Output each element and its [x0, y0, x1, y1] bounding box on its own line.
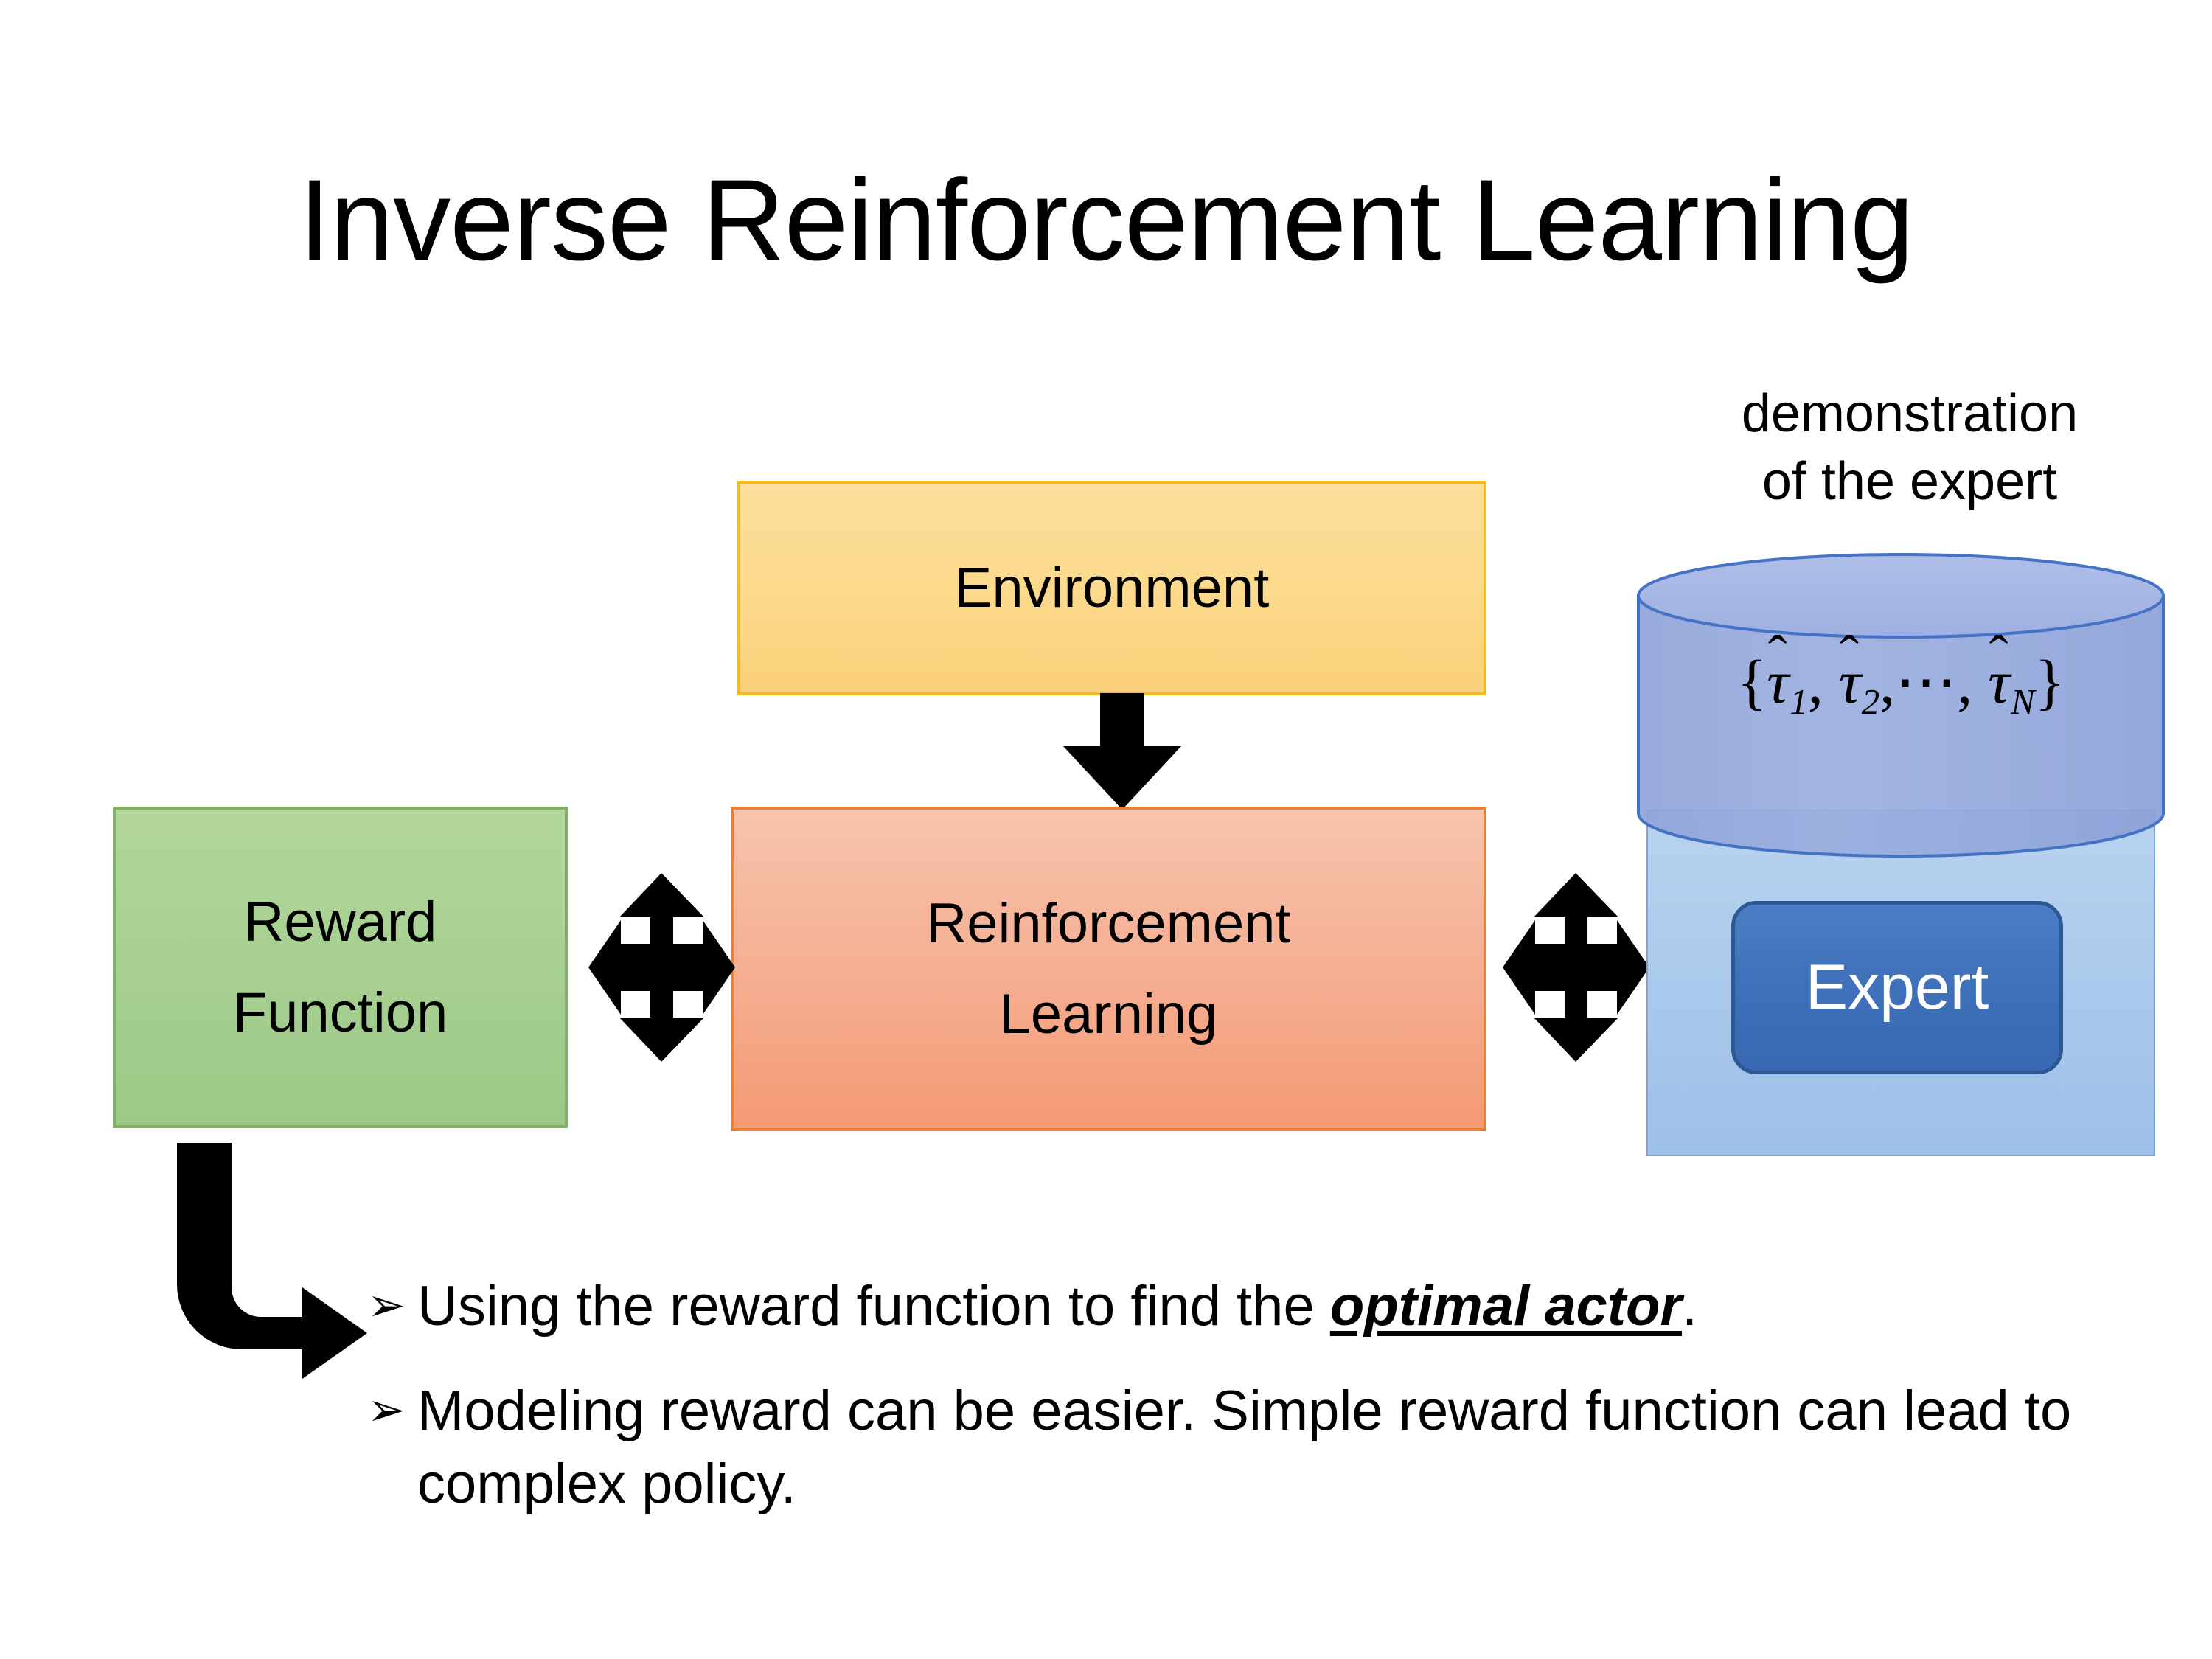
comma-1: ,	[1807, 648, 1823, 717]
bullet-marker-icon: ➢	[367, 1382, 406, 1436]
tau-subscript-2: 2	[1861, 681, 1880, 722]
comma-2: ,	[1879, 648, 1896, 717]
rl-label-line2: Learning	[999, 983, 1218, 1046]
bullet-text-before: Using the reward function to find the	[417, 1275, 1330, 1338]
environment-label: Environment	[954, 557, 1270, 619]
rl-label-line1: Reinforcement	[926, 891, 1291, 955]
expert-node: Expert	[1731, 901, 2063, 1074]
tau-hat-1: ̂τ	[1767, 647, 1789, 718]
ellipsis: ⋯	[1895, 648, 1958, 717]
reward-function-box: Reward Function	[113, 807, 568, 1128]
list-item: ➢ Modeling reward can be easier. Simple …	[367, 1374, 2078, 1521]
tau-symbol-1: τ	[1767, 648, 1790, 717]
reward-function-to-bullets-elbow-arrow-icon	[171, 1143, 370, 1394]
tau-hat-n: ̂τ	[1988, 647, 2010, 718]
bullet-text: Using the reward function to find the op…	[417, 1270, 2078, 1343]
tau-subscript-1: 1	[1790, 681, 1808, 722]
list-item: ➢ Using the reward function to find the …	[367, 1270, 2078, 1343]
demonstration-caption-line1: demonstration	[1741, 384, 2079, 443]
bullet-text: Modeling reward can be easier. Simple re…	[417, 1374, 2078, 1521]
reinforcement-learning-box: Reinforcement Learning	[731, 807, 1486, 1131]
comma-3: ,	[1957, 648, 1973, 717]
bullet-list: ➢ Using the reward function to find the …	[367, 1270, 2078, 1552]
demonstration-cylinder-icon	[1635, 552, 2166, 858]
tau-hat-2: ̂τ	[1839, 647, 1861, 718]
bullet-marker-icon: ➢	[367, 1278, 406, 1332]
bullet-text-after: .	[1682, 1275, 1698, 1338]
environment-to-rl-arrow-icon	[1056, 693, 1189, 811]
rl-to-expert-quad-arrow-icon	[1500, 872, 1652, 1063]
demonstration-caption: demonstration of the expert	[1607, 380, 2212, 515]
tau-subscript-n: N	[2011, 681, 2035, 722]
page-title: Inverse Reinforcement Learning	[299, 156, 1914, 285]
tau-symbol-2: τ	[1838, 648, 1861, 717]
reward-function-label-line2: Function	[232, 981, 448, 1044]
bullet-emphasis: optimal actor	[1329, 1275, 1683, 1338]
environment-box: Environment	[737, 481, 1486, 695]
tau-symbol-n: τ	[1988, 648, 2011, 717]
reward-function-to-rl-quad-arrow-icon	[586, 872, 737, 1063]
open-brace: {	[1736, 648, 1767, 717]
trajectory-set-label: {̂τ1, ̂τ2,⋯, ̂τN}	[1635, 645, 2166, 723]
bullet-text-before: Modeling reward can be easier. Simple re…	[417, 1379, 2072, 1516]
expert-label: Expert	[1805, 952, 1989, 1023]
reward-function-label-line1: Reward	[243, 890, 437, 953]
close-brace: }	[2034, 648, 2065, 717]
demonstration-caption-line2: of the expert	[1761, 452, 2058, 512]
